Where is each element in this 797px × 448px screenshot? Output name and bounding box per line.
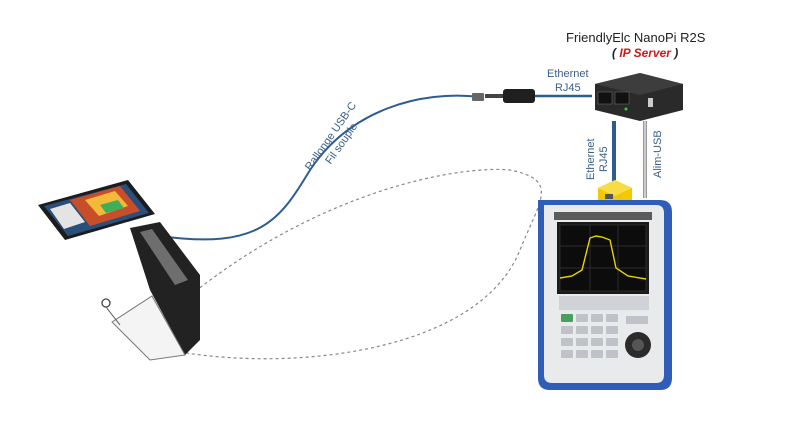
flexible-holder [101, 222, 200, 361]
ethernet-text-top: Ethernet [547, 68, 589, 80]
ethernet-label-top: Ethernet RJ45 [547, 67, 589, 95]
rj45-text-vertical: RJ45 [598, 146, 610, 173]
ethernet-text-vertical: Ethernet [585, 138, 597, 180]
rj45-text-top: RJ45 [554, 82, 581, 94]
usb-c-plug [472, 93, 484, 101]
smartphone [38, 180, 155, 240]
usb-c-cable [159, 94, 481, 241]
nanopi-r2s-box [595, 73, 683, 121]
device-role: ( IP Server ) [612, 46, 679, 60]
device-name: FriendlyElc NanoPi R2S [566, 30, 706, 45]
alim-usb-label: Alim-USB [652, 130, 664, 178]
spectrum-trace [559, 235, 647, 280]
dashed-link-line [149, 168, 542, 360]
ethernet-label-vertical: Ethernet RJ45 [585, 138, 611, 180]
device-role-text: IP Server [619, 46, 671, 60]
spectrum-analyzer [538, 200, 672, 390]
usb-ethernet-adapter [503, 89, 535, 103]
